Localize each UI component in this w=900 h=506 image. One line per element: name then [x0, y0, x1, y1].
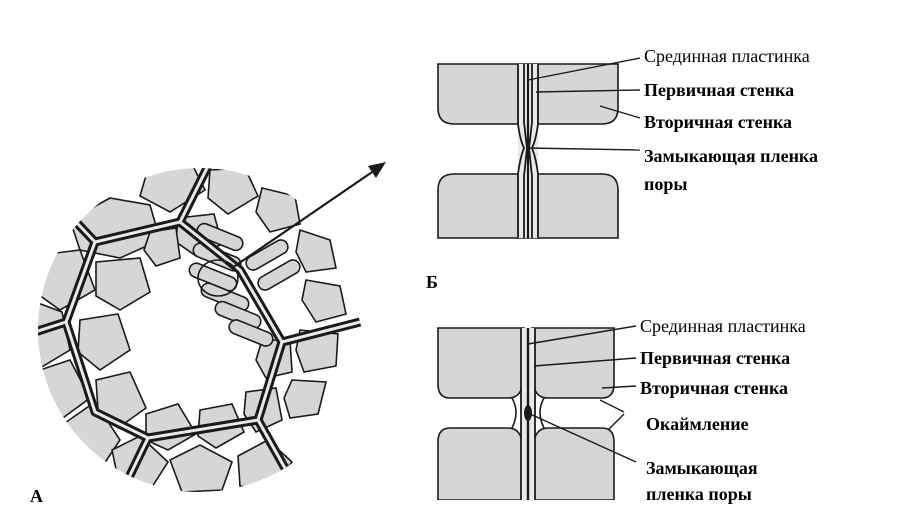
cell-top	[437, 327, 525, 399]
cell	[207, 168, 260, 215]
label-middle-lamella-2: Срединная пластинка	[640, 316, 806, 336]
label-secondary-wall: Вторичная стенка	[644, 112, 793, 132]
cell	[245, 239, 289, 271]
cell	[95, 257, 151, 311]
cell	[38, 298, 71, 370]
label-border: Окаймление	[646, 414, 749, 434]
torus	[524, 405, 532, 421]
cell	[301, 279, 347, 323]
pore-border	[539, 397, 545, 429]
magnified-region	[197, 259, 239, 297]
cell-bottom-right	[531, 427, 615, 500]
label-middle-lamella: Срединная пластинка	[644, 46, 810, 66]
label-closing-membrane: Замыкающая	[646, 458, 758, 478]
cell	[168, 444, 233, 492]
label-primary-wall: Первичная стенка	[644, 80, 795, 100]
cell	[196, 222, 244, 252]
label-pit-membrane: Замыкающая пленка	[644, 146, 819, 166]
label-pit-membrane-2: поры	[644, 174, 688, 194]
cell	[295, 228, 337, 273]
label-primary-wall-2: Первичная стенка	[640, 348, 791, 368]
label-secondary-wall-2: Вторичная стенка	[640, 378, 789, 398]
cell	[143, 227, 181, 267]
cell	[228, 319, 274, 347]
cell-walls	[38, 168, 362, 492]
tissue-section	[38, 162, 386, 492]
panel-a-letter: А	[30, 486, 43, 506]
cell-bottom	[437, 427, 525, 500]
arrow-head	[368, 162, 386, 178]
pointer-arrow	[231, 167, 379, 269]
cell	[77, 313, 131, 371]
bordered-pore-diagram	[437, 325, 637, 500]
cell	[283, 379, 328, 419]
label-closing-membrane-2: пленка поры	[646, 484, 752, 504]
panel-b-letter: Б	[426, 272, 438, 292]
cell	[257, 259, 301, 291]
pore-border	[511, 397, 517, 429]
simple-pore-diagram	[437, 57, 641, 239]
